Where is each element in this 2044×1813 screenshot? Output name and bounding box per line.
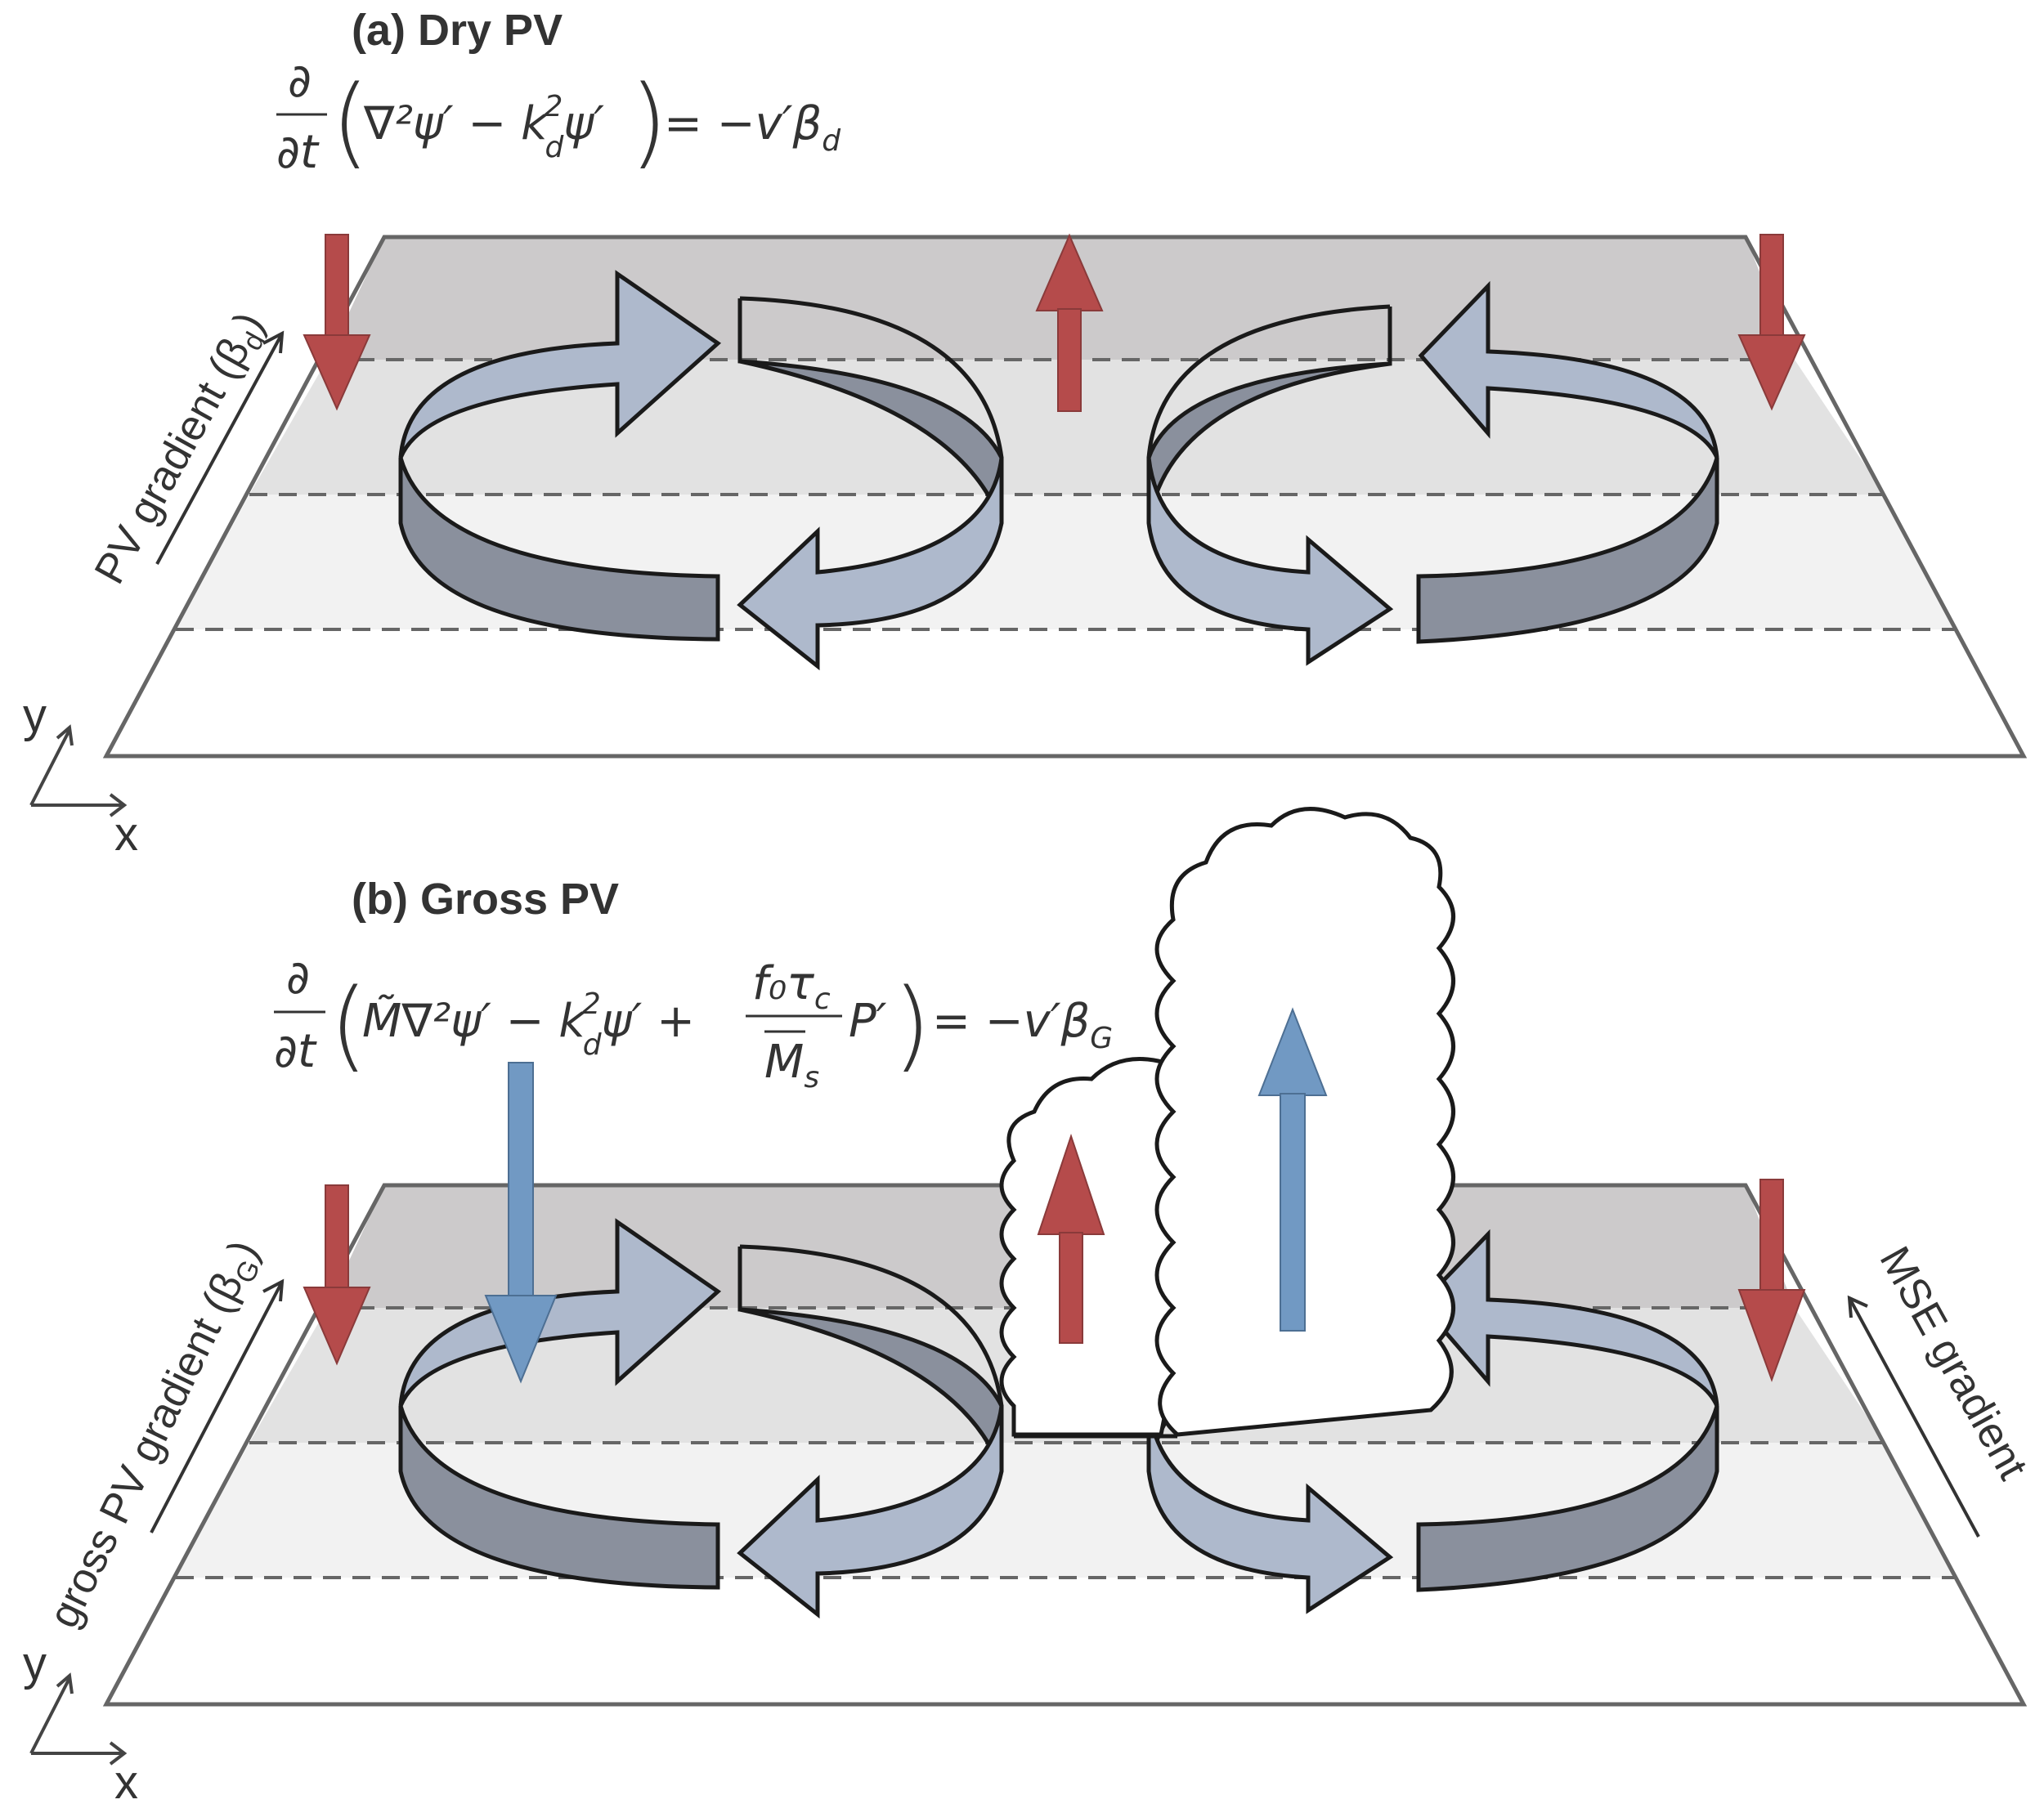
panel-a-title: (a) Dry PV bbox=[352, 6, 563, 55]
eq-b-frac-den-sub: s bbox=[804, 1061, 819, 1095]
axes-indicator-a: y x bbox=[23, 689, 138, 861]
eq-b-k-sup: 2 bbox=[582, 987, 601, 1021]
eq-b-frac-tail: P′ bbox=[849, 995, 887, 1048]
eq-b-close-paren: ) bbox=[893, 969, 931, 1082]
eq-a-lhs-group: ∇²ψ′ − k2 dψ′ bbox=[363, 90, 604, 164]
northward-arrow-center-b bbox=[1037, 1133, 1105, 1344]
descending-blue-arrow bbox=[484, 1062, 558, 1384]
eq-a-rhs-sub: d bbox=[822, 124, 841, 158]
eq-b-frac-num-text: f₀τ bbox=[752, 957, 814, 1010]
southward-arrow-right-a bbox=[1737, 234, 1806, 411]
eq-b-lhs: M̃∇²ψ′ − k bbox=[362, 995, 587, 1048]
eq-a-rhs-group: = −v′βd bbox=[664, 97, 841, 158]
eq-a-close-paren: ) bbox=[630, 65, 668, 179]
panel-b-title: (b) Gross PV bbox=[352, 875, 619, 924]
eq-a-dt: ∂t bbox=[276, 126, 320, 179]
eq-a-partial: ∂ bbox=[288, 55, 312, 108]
axis-x-label-a: x bbox=[114, 808, 138, 861]
eq-b-frac-den: Ms bbox=[764, 1036, 819, 1095]
eq-b-k-sub: d bbox=[583, 1028, 603, 1062]
eq-b-lhs-tail: ψ′ + bbox=[602, 995, 695, 1048]
eq-b-rhs: = −v′β bbox=[932, 995, 1090, 1048]
eq-b-rhs-sub: G bbox=[1090, 1022, 1113, 1055]
eq-a-lhs: ∇²ψ′ − k bbox=[363, 97, 549, 150]
axis-y-label-a: y bbox=[23, 689, 47, 742]
equation-b: ∂ ∂t ( M̃∇²ψ′ − k2 dψ′ + f₀τc Ms P′ ) = −… bbox=[274, 951, 1113, 1095]
eq-b-open-paren: ( bbox=[329, 969, 368, 1082]
eq-a-lhs-tail: ψ′ bbox=[563, 97, 604, 150]
eq-b-dt: ∂t bbox=[274, 1025, 317, 1078]
eq-a-rhs: = −v′β bbox=[664, 97, 822, 150]
ascending-blue-arrow bbox=[1257, 1007, 1328, 1332]
southward-arrow-left-a bbox=[303, 234, 371, 411]
eq-a-open-paren: ( bbox=[331, 65, 370, 179]
eq-b-partial: ∂ bbox=[286, 951, 310, 1005]
axis-x-label-b: x bbox=[114, 1756, 138, 1809]
northward-arrow-center-a bbox=[1035, 233, 1104, 412]
eq-b-frac-num-sub: c bbox=[814, 983, 831, 1016]
panel-b: gross PV gradient (βG) MSE gradient y x … bbox=[23, 807, 2037, 1809]
eq-a-k-sup: 2 bbox=[545, 90, 563, 123]
eq-b-frac-num: f₀τc bbox=[752, 957, 831, 1016]
axis-y-label-b: y bbox=[23, 1637, 47, 1690]
mse-gradient-label: MSE gradient bbox=[1871, 1239, 2037, 1488]
eq-b-frac-den-text: M bbox=[764, 1036, 804, 1089]
southward-arrow-left-b bbox=[303, 1184, 371, 1366]
eq-a-k-sub: d bbox=[545, 131, 564, 164]
southward-arrow-right-b bbox=[1737, 1179, 1806, 1382]
axes-indicator-b: y x bbox=[23, 1637, 138, 1809]
eq-b-lhs-group: M̃∇²ψ′ − k2 dψ′ + bbox=[362, 987, 695, 1062]
eq-b-rhs-group: = −v′βG bbox=[932, 995, 1113, 1055]
panel-a: PV gradient (βd) y x (a) Dry PV ∂ ∂t ( ∇… bbox=[23, 6, 2028, 861]
